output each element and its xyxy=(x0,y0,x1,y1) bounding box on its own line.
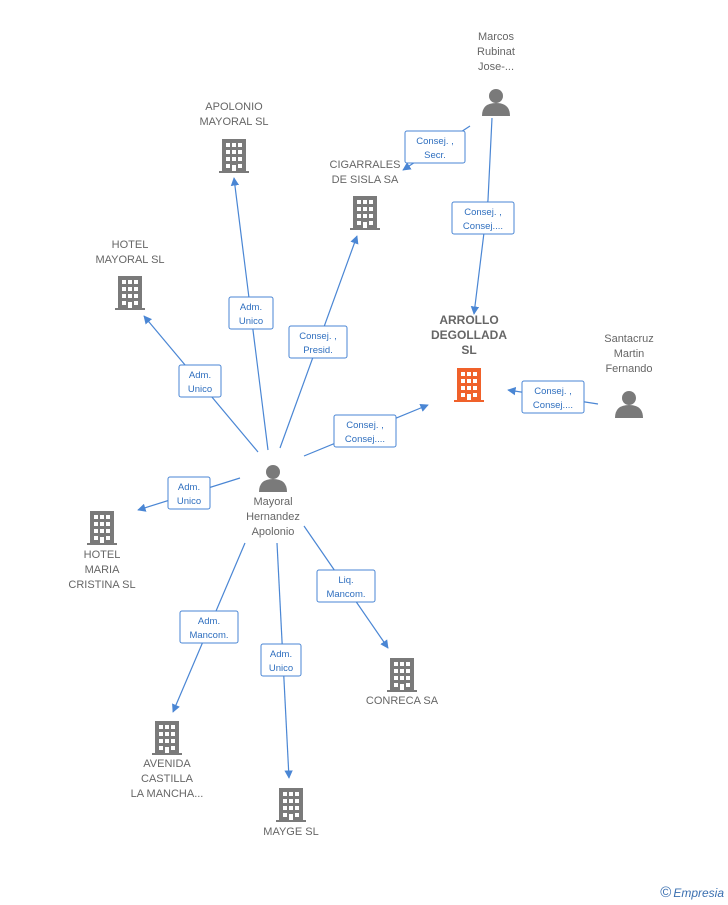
node-label: HOTEL xyxy=(84,549,121,561)
edge-label-text: Consej. , xyxy=(534,386,572,397)
edge-label-text: Unico xyxy=(188,384,212,395)
edge-label-mayoral-hotel_maria[interactable]: Adm. Unico xyxy=(167,476,211,510)
node-label: DE SISLA SA xyxy=(332,174,399,186)
edge-label-box xyxy=(521,380,585,414)
edge-label-box xyxy=(333,414,397,448)
edge-label-text: Consej. , xyxy=(464,207,502,218)
building-icon xyxy=(276,788,306,822)
node-label: Apolonio xyxy=(252,526,295,538)
node-mayge[interactable]: MAYGE SL xyxy=(263,788,319,838)
node-label: MAYGE SL xyxy=(263,826,318,838)
node-label: DEGOLLADA xyxy=(431,328,507,342)
node-label: Fernando xyxy=(605,363,652,375)
node-label: Rubinat xyxy=(477,46,515,58)
edge-label-marcos-arrollo[interactable]: Consej. , Consej.... xyxy=(451,201,515,235)
edge-label-mayoral-apolonio[interactable]: Adm. Unico xyxy=(228,296,274,330)
node-label: AVENIDA xyxy=(143,758,191,770)
node-apolonio[interactable]: APOLONIO MAYORAL SL xyxy=(199,101,269,173)
node-label: MAYORAL SL xyxy=(199,116,268,128)
edge-label-text: Adm. xyxy=(189,370,211,381)
edge-label-marcos-cigarrales[interactable]: Consej. , Secr. xyxy=(404,130,466,164)
building-icon xyxy=(87,511,117,545)
edge-label-box xyxy=(451,201,515,235)
edge-label-text: Adm. xyxy=(270,649,292,660)
node-label: SL xyxy=(461,343,476,357)
node-label: Martin xyxy=(614,348,645,360)
person-icon xyxy=(482,89,510,116)
nodes-layer: APOLONIO MAYORAL SL CIGARRALES DE SISLA SA H… xyxy=(68,31,653,838)
edge-label-mayoral-dreca[interactable]: Liq. Mancom. xyxy=(316,569,376,603)
node-label: CASTILLA xyxy=(141,773,194,785)
brand-name: Empresia xyxy=(673,886,724,900)
edge-label-text: Adm. xyxy=(240,302,262,313)
node-label: Santacruz xyxy=(604,333,654,345)
edge-label-text: Adm. xyxy=(198,616,220,627)
edge-label-santacruz-arrollo[interactable]: Consej. , Consej.... xyxy=(521,380,585,414)
node-label: MARIA xyxy=(85,564,121,576)
edge-label-text: Unico xyxy=(269,663,293,674)
edge-label-box xyxy=(404,130,466,164)
node-cigarrales[interactable]: CIGARRALES DE SISLA SA xyxy=(330,159,401,230)
edge-label-text: Mancom. xyxy=(326,589,365,600)
edge-label-text: Consej. , xyxy=(416,136,454,147)
building-icon xyxy=(454,368,484,402)
edge-label-text: Liq. xyxy=(338,575,353,586)
edge-label-box xyxy=(179,610,239,644)
node-label: CONRECA SA xyxy=(366,695,439,707)
edge-label-box xyxy=(260,643,302,677)
edge-label-text: Consej. , xyxy=(299,331,337,342)
edge-label-mayoral-mayge[interactable]: Adm. Unico xyxy=(260,643,302,677)
edge-label-text: Adm. xyxy=(178,482,200,493)
node-marcos[interactable]: MarcosRubinatJose-... xyxy=(477,31,515,116)
edge-label-text: Presid. xyxy=(303,345,333,356)
edge-label-box xyxy=(178,364,222,398)
edge-label-text: Consej.... xyxy=(533,400,573,411)
node-label: CIGARRALES xyxy=(330,159,401,171)
node-label: CRISTINA SL xyxy=(68,579,135,591)
node-label: Jose-... xyxy=(478,61,514,73)
node-label: Hernandez xyxy=(246,511,300,523)
node-label: Mayoral xyxy=(253,496,292,508)
edge-label-text: Consej. , xyxy=(346,420,384,431)
node-hotel_mayoral[interactable]: HOTEL MAYORAL SL xyxy=(95,239,165,310)
node-hotel_maria[interactable]: HOTEL MARIA CRISTINA SL xyxy=(68,511,136,591)
node-label: HOTEL xyxy=(112,239,149,251)
person-icon xyxy=(259,465,287,492)
building-icon xyxy=(219,139,249,173)
node-label: Marcos xyxy=(478,31,515,43)
edge-label-box xyxy=(316,569,376,603)
person-icon xyxy=(615,391,643,418)
edge-label-box xyxy=(167,476,211,510)
node-avenida[interactable]: AVENIDA CASTILLA LA MANCHA... xyxy=(131,721,204,800)
edge-label-mayoral-arrollo[interactable]: Consej. , Consej.... xyxy=(333,414,397,448)
building-icon xyxy=(387,658,417,692)
node-label: ARROLLO xyxy=(439,313,498,327)
edge-label-box xyxy=(228,296,274,330)
node-label: APOLONIO xyxy=(205,101,263,113)
building-icon xyxy=(350,196,380,230)
building-icon xyxy=(152,721,182,755)
edge-label-mayoral-hotel_mayoral[interactable]: Adm. Unico xyxy=(178,364,222,398)
edge-label-text: Consej.... xyxy=(345,434,385,445)
edge-label-text: Secr. xyxy=(424,150,446,161)
edge-label-text: Unico xyxy=(177,496,201,507)
edge-label-mayoral-cigarrales[interactable]: Consej. , Presid. xyxy=(288,325,348,359)
node-dreca[interactable]: CONRECA SA xyxy=(366,658,439,707)
edge-label-box xyxy=(288,325,348,359)
edge-labels: Consej. ,Secr.Consej. ,Consej....Consej.… xyxy=(167,130,585,677)
edge-label-text: Consej.... xyxy=(463,221,503,232)
copyright-icon: © xyxy=(660,884,672,901)
edge-line xyxy=(470,117,493,315)
edge-label-text: Mancom. xyxy=(189,630,228,641)
node-label: LA MANCHA... xyxy=(131,788,204,800)
edge-label-mayoral-avenida[interactable]: Adm. Mancom. xyxy=(179,610,239,644)
brand-watermark: ©Empresia xyxy=(660,884,724,901)
node-label: MAYORAL SL xyxy=(95,254,164,266)
building-icon xyxy=(115,276,145,310)
edge-label-text: Unico xyxy=(239,316,263,327)
